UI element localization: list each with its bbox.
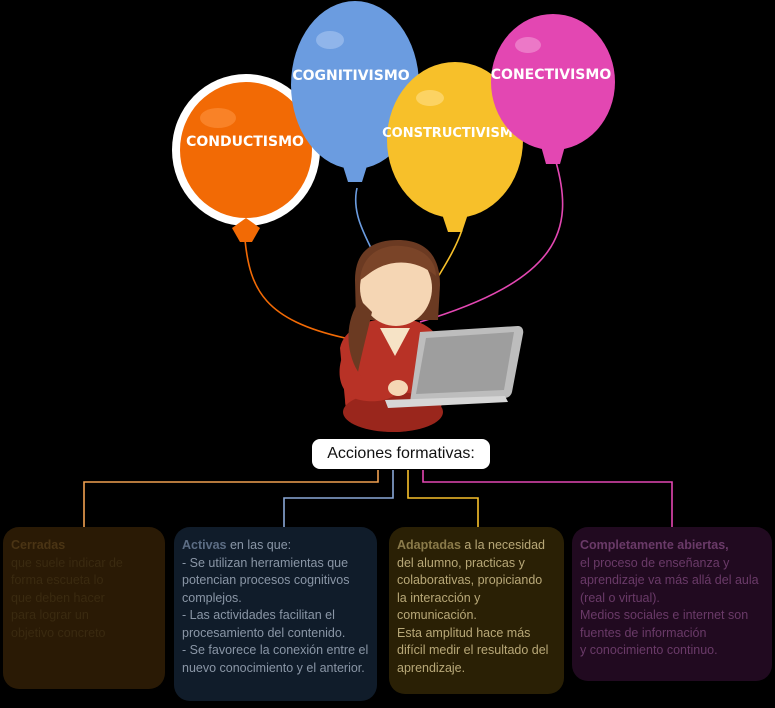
card-activas-heading: Activas — [182, 538, 227, 552]
card-completamente-abiertas: Completamente abiertas, el proceso de en… — [572, 527, 772, 681]
card-cerradas-line: para lograr un — [11, 608, 89, 622]
card-adaptadas-intro: a la necesidad — [460, 538, 545, 552]
card-abiertas-heading: Completamente abiertas, — [580, 538, 729, 552]
card-abiertas-line: Medios sociales e internet son — [580, 608, 749, 622]
card-adaptadas-line: Esta amplitud hace más — [397, 625, 531, 640]
card-activas-intro: en las que: — [226, 538, 292, 552]
card-abiertas-line: y conocimiento continuo. — [580, 643, 718, 657]
card-adaptadas-heading: Adaptadas — [397, 538, 461, 552]
card-activas-line: - Las actividades facilitan el — [182, 608, 335, 622]
card-cerradas-line: objetivo concreto — [11, 625, 106, 640]
person-with-laptop — [339, 240, 524, 432]
card-cerradas-line: que deben hacer — [11, 590, 105, 605]
card-cerradas: Cerradas que suele indicar de forma escu… — [3, 527, 165, 689]
card-adaptadas-line: difícil medir el resultado del — [397, 643, 549, 657]
balloon-conectivismo: CONECTIVISMO — [491, 14, 615, 164]
balloon-label-cognitivismo: COGNITIVISMO — [292, 68, 409, 84]
card-activas-line: nuevo conocimiento y el anterior. — [182, 660, 365, 675]
balloon-string-conductismo — [244, 239, 346, 339]
card-adaptadas-line: aprendizaje. — [397, 660, 466, 675]
card-adaptadas-line: la interacción y comunicación. — [397, 590, 481, 623]
card-abiertas-line: fuentes de información — [580, 625, 707, 640]
card-abiertas-line: el proceso de enseñanza y — [580, 555, 730, 570]
balloon-constructivismo: CONSTRUCTIVISMO — [382, 62, 524, 232]
card-adaptadas-line: del alumno, practicas y — [397, 555, 525, 570]
connector-adaptadas — [407, 470, 479, 527]
card-abiertas-line: aprendizaje va más allá del aula — [580, 573, 759, 587]
balloon-label-conectivismo: CONECTIVISMO — [491, 67, 612, 83]
card-activas-line: procesamiento del contenido. — [182, 625, 346, 640]
card-activas: Activas en las que: - Se utilizan herram… — [174, 527, 377, 701]
balloon-string-cognitivismo — [354, 187, 373, 251]
balloon-label-constructivismo: CONSTRUCTIVISMO — [382, 126, 524, 141]
card-cerradas-line: que suele indicar de — [11, 555, 123, 570]
balloon-label-conductismo: CONDUCTISMO — [186, 134, 304, 150]
card-activas-line: complejos. — [182, 590, 242, 605]
card-cerradas-heading: Cerradas — [11, 538, 66, 552]
balloon-string-conectivismo — [419, 161, 564, 323]
card-adaptadas: Adaptadas a la necesidad del alumno, pra… — [389, 527, 564, 694]
card-cerradas-line: forma escueta lo — [11, 573, 104, 587]
balloon-conductismo: CONDUCTISMO — [172, 74, 320, 242]
balloon-cognitivismo: COGNITIVISMO — [291, 1, 419, 182]
card-activas-line: potencian procesos cognitivos — [182, 573, 350, 587]
connector-activas — [283, 470, 394, 527]
card-activas-line: - Se utilizan herramientas que — [182, 555, 349, 570]
card-adaptadas-line: colaborativas, propiciando — [397, 573, 543, 587]
card-activas-line: - Se favorece la conexión entre el — [182, 643, 369, 657]
connector-cerradas — [83, 470, 379, 527]
connector-abiertas — [422, 470, 673, 527]
card-abiertas-line: (real o virtual). — [580, 590, 660, 605]
acciones-formativas-label: Acciones formativas: — [312, 439, 490, 469]
